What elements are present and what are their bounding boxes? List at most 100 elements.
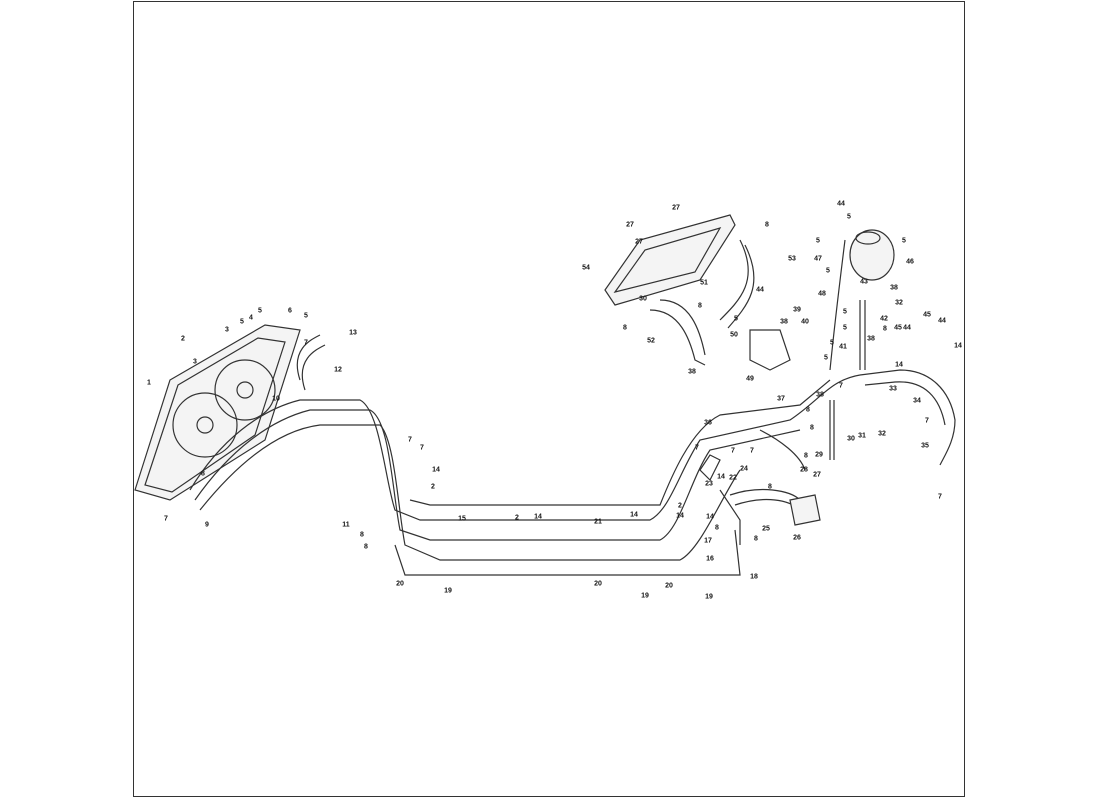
callout-label: 7 [925,417,929,425]
callout-label: 39 [793,306,801,314]
callout-label: 12 [334,366,342,374]
callout-label: 11 [342,521,350,529]
callout-label: 27 [813,471,821,479]
callout-label: 8 [623,324,627,332]
callout-label: 44 [903,324,911,332]
callout-label: 50 [730,331,738,339]
radiator-left [134,324,301,501]
callout-label: 29 [815,451,823,459]
callout-label: 15 [458,515,466,523]
callout-label: 8 [360,531,364,539]
callout-label: 14 [432,466,440,474]
callout-label: 36 [704,419,712,427]
callout-label: 41 [839,343,847,351]
callout-label: 45 [894,324,902,332]
callout-label: 38 [890,284,898,292]
callout-label: 53 [788,255,796,263]
callout-label: 54 [582,264,590,272]
callout-label: 5 [847,213,851,221]
expansion-tank [849,229,895,281]
callout-label: 14 [895,361,903,369]
callout-label: 7 [938,493,942,501]
callout-label: 5 [843,308,847,316]
callout-label: 44 [837,200,845,208]
callout-label: 14 [630,511,638,519]
callout-label: 2 [431,483,435,491]
callout-label: 27 [635,238,643,246]
callout-label: 7 [695,444,699,452]
callout-label: 8 [804,452,808,460]
callout-label: 7 [731,447,735,455]
callout-label: 8 [806,406,810,414]
callout-label: 19 [641,592,649,600]
callout-label: 38 [816,391,824,399]
callout-label: 2 [181,335,185,343]
callout-label: 25 [762,525,770,533]
callout-label: 20 [396,580,404,588]
callout-label: 48 [818,290,826,298]
callout-label: 8 [883,325,887,333]
callout-label: 46 [906,258,914,266]
callout-label: 51 [700,279,708,287]
callout-label: 30 [847,435,855,443]
callout-label: 52 [647,337,655,345]
coolant-pipes [189,239,956,576]
callout-label: 31 [858,432,866,440]
radiator-right [604,214,736,306]
callout-label: 49 [746,375,754,383]
callout-label: 44 [938,317,946,325]
callout-label: 44 [756,286,764,294]
callout-label: 2 [515,514,519,522]
diagram-frame [133,1,965,797]
callout-label: 32 [895,299,903,307]
callout-label: 8 [754,535,758,543]
callout-label: 37 [777,395,785,403]
callout-label: 5 [240,318,244,326]
callout-label: 14 [717,473,725,481]
callout-label: 5 [902,237,906,245]
callout-label: 5 [843,324,847,332]
callout-label: 20 [594,580,602,588]
callout-label: 2 [678,502,682,510]
callout-label: 47 [814,255,822,263]
callout-label: 38 [867,335,875,343]
callout-label: 22 [729,474,737,482]
callout-label: 43 [860,278,868,286]
callout-label: 5 [826,267,830,275]
callout-label: 5 [258,307,262,315]
callout-label: 27 [626,221,634,229]
callout-label: 8 [765,221,769,229]
callout-label: 14 [676,512,684,520]
callout-label: 18 [750,573,758,581]
callout-label: 40 [801,318,809,326]
callout-label: 5 [830,339,834,347]
callout-label: 8 [698,302,702,310]
callout-label: 30 [639,295,647,303]
callout-label: 26 [793,534,801,542]
callout-label: 14 [706,513,714,521]
callout-label: 16 [706,555,714,563]
callout-label: 19 [705,593,713,601]
callout-label: 9 [205,521,209,529]
callout-label: 24 [740,465,748,473]
callout-label: 38 [780,318,788,326]
callout-label: 3 [225,326,229,334]
callout-label: 8 [715,524,719,532]
callout-label: 34 [913,397,921,405]
callout-label: 6 [288,307,292,315]
callout-label: 35 [921,442,929,450]
callout-label: 7 [164,515,168,523]
callout-label: 7 [420,444,424,452]
callout-label: 10 [272,395,280,403]
callout-label: 38 [688,368,696,376]
callout-label: 33 [889,385,897,393]
callout-label: 21 [594,518,602,526]
callout-label: 8 [768,483,772,491]
callout-label: 28 [800,466,808,474]
callout-label: 8 [364,543,368,551]
callout-label: 8 [810,424,814,432]
callout-label: 3 [193,358,197,366]
callout-label: 13 [349,329,357,337]
callout-label: 5 [824,354,828,362]
